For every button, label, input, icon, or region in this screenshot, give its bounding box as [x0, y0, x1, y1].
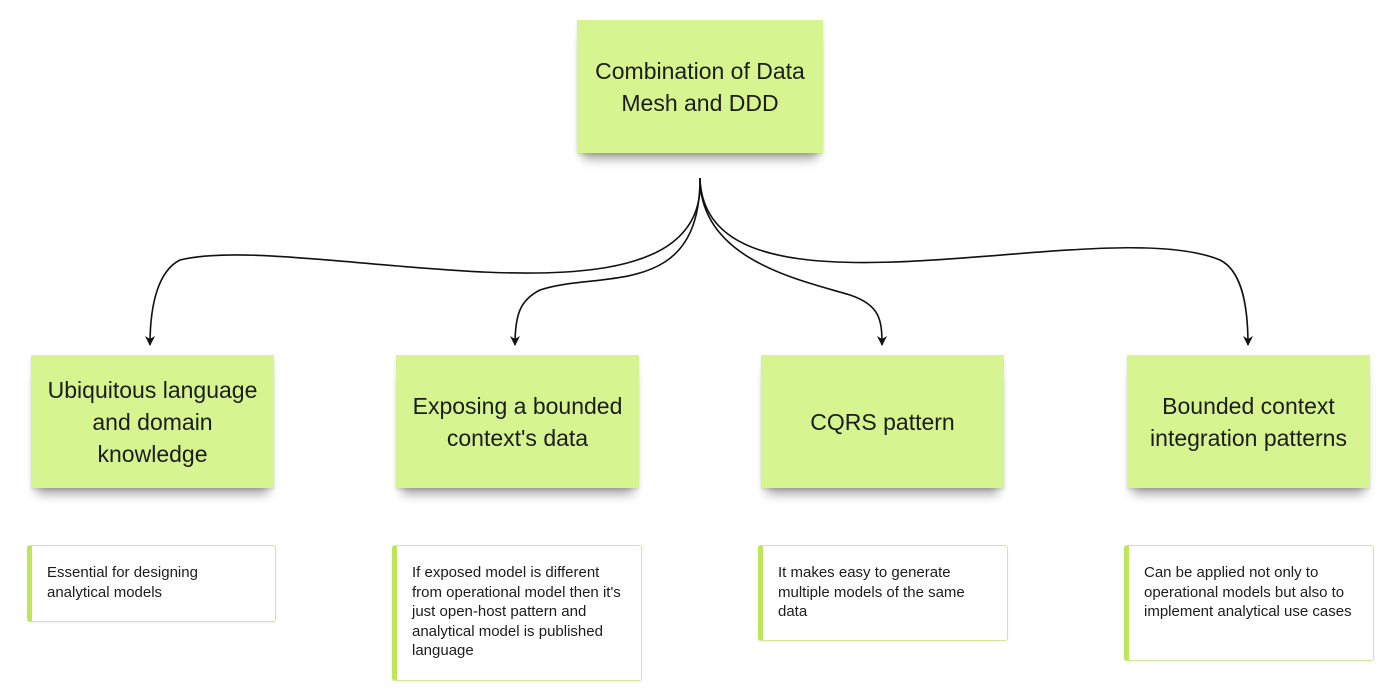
description-text: Essential for designing analytical model…	[47, 564, 198, 601]
description-text: It makes easy to generate multiple model…	[778, 564, 965, 621]
connector-to-cqrs	[699, 177, 887, 346]
description-card-cqrs[interactable]: It makes easy to generate multiple model…	[758, 545, 1008, 641]
description-card-ubiquitous-language[interactable]: Essential for designing analytical model…	[27, 545, 276, 622]
connector-to-integration-patterns	[699, 177, 1253, 346]
topic-title: CQRS pattern	[810, 408, 955, 435]
description-text: If exposed model is different from opera…	[412, 564, 621, 660]
description-card-integration-patterns[interactable]: Can be applied not only to operational m…	[1124, 545, 1374, 661]
topic-sticky-cqrs[interactable]: CQRS pattern	[761, 355, 1004, 488]
root-title: Combination of Data Mesh and DDD	[595, 57, 805, 116]
topic-sticky-integration-patterns[interactable]: Bounded context integration patterns	[1127, 355, 1370, 488]
topic-title: Ubiquitous language and domain knowledge	[47, 376, 258, 467]
topic-sticky-ubiquitous-language[interactable]: Ubiquitous language and domain knowledge	[31, 355, 274, 488]
description-text: Can be applied not only to operational m…	[1144, 564, 1352, 621]
description-card-exposing-data[interactable]: If exposed model is different from opera…	[392, 545, 642, 681]
topic-title: Exposing a bounded context's data	[412, 392, 623, 451]
connector-to-exposing-data	[510, 177, 701, 346]
topic-title: Bounded context integration patterns	[1150, 392, 1347, 451]
root-sticky-note[interactable]: Combination of Data Mesh and DDD	[577, 20, 823, 153]
topic-sticky-exposing-data[interactable]: Exposing a bounded context's data	[396, 355, 639, 488]
connector-to-ubiquitous-language	[145, 177, 701, 346]
